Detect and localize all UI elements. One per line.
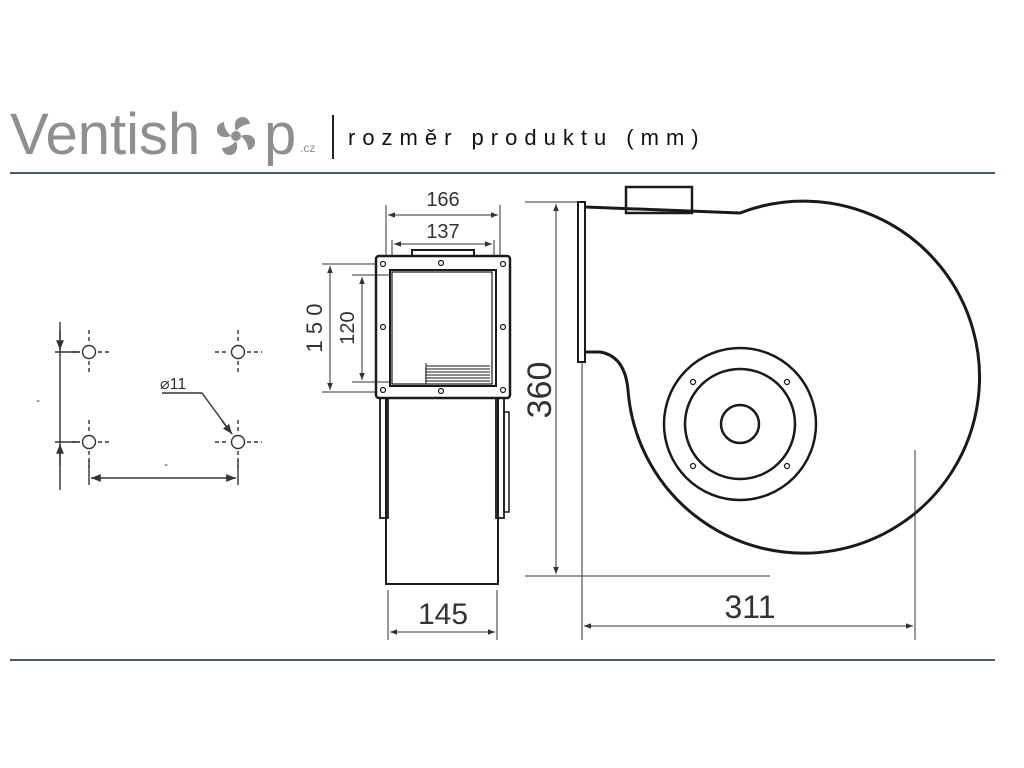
horizontal-spacing-label: - [164,457,168,471]
header: Ventish p .cz rozměr produktu (mm) [0,95,1024,175]
dim-total-height: 360 [521,362,559,419]
dim-body-width: 145 [418,598,468,631]
front-view-dimensions [322,205,501,640]
hole-diameter-label: ⌀11 [160,376,186,393]
mounting-hole [215,330,262,372]
mounting-hole [72,330,110,372]
vertical-spacing-label: - [36,393,40,407]
header-divider [332,115,334,159]
brand-logo-text: Ventish [10,102,201,167]
front-view [374,249,512,585]
mounting-hole-pattern [55,322,262,490]
side-view-dimensions [525,201,916,640]
dim-width-inner: 137 [426,221,459,243]
impeller-slats [425,363,490,384]
fan-icon [216,116,256,156]
side-view [577,185,982,555]
dim-width-outer: 166 [426,189,459,211]
dim-height-inner: 120 [337,311,359,344]
mounting-hole [72,420,110,468]
dim-height-outer: 1 5 0 [302,304,327,353]
brand-tld: .cz [300,141,316,155]
brand-logo-suffix: p [264,102,297,167]
dim-total-width: 311 [724,589,775,625]
page-title: rozměr produktu (mm) [348,125,706,150]
